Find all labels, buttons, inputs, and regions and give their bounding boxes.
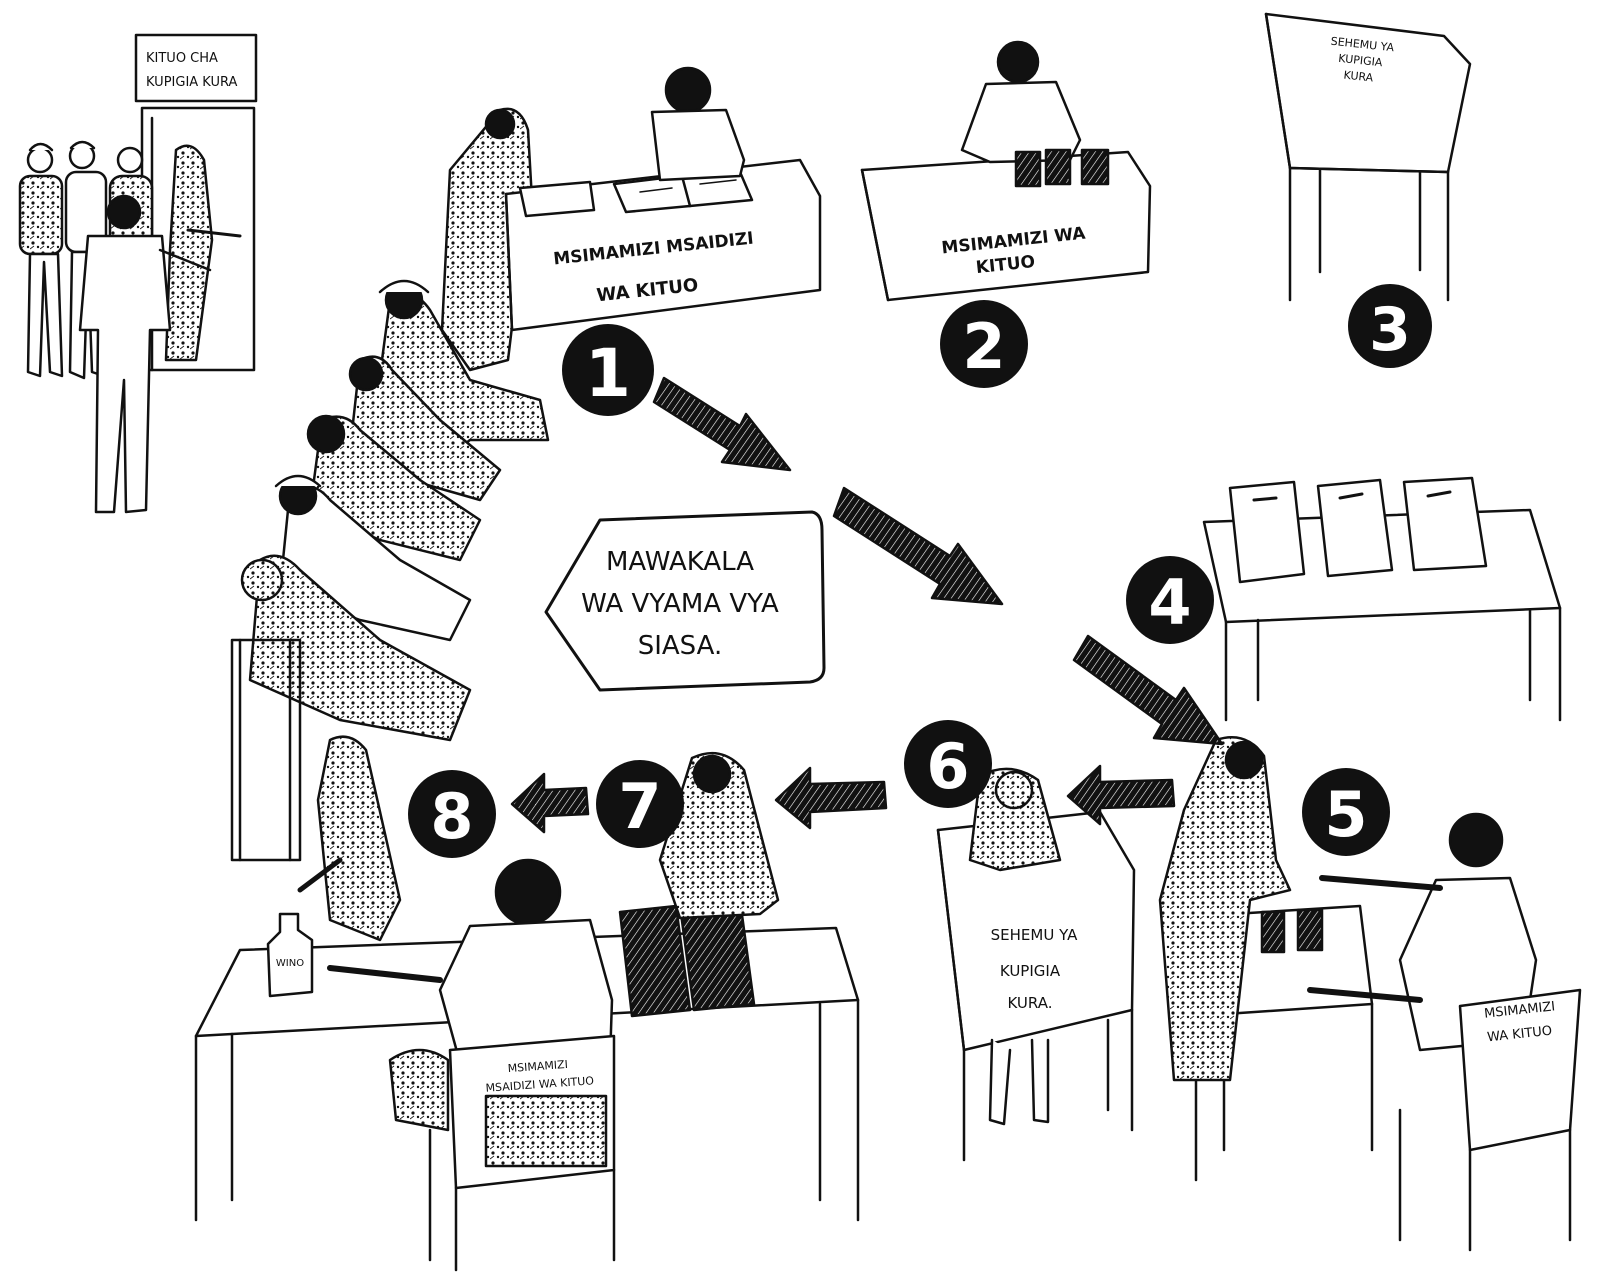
step-number: 2 xyxy=(962,310,1005,383)
waiting-queue xyxy=(232,109,548,860)
step-number: 8 xyxy=(430,780,473,853)
step-number: 6 xyxy=(926,730,969,803)
arrow-4-to-5 xyxy=(1074,636,1222,744)
arrow-7-to-8 xyxy=(512,774,588,832)
step-badge-1: 1 xyxy=(562,324,654,416)
step-number: 7 xyxy=(618,770,661,843)
agents-label-line-2: WA VYAMA VYA xyxy=(581,589,779,619)
step-badge-5: 5 xyxy=(1302,768,1390,856)
entrance-sign xyxy=(136,35,256,101)
step-badge-2: 2 xyxy=(940,300,1028,388)
ballot-boxes xyxy=(1230,478,1486,582)
arrow-to-booth xyxy=(834,488,1002,604)
entrance-sign-line-2: KUPIGIA KURA xyxy=(146,75,237,90)
step-number: 3 xyxy=(1369,295,1411,365)
step-badge-8: 8 xyxy=(408,770,496,858)
step-badge-4: 4 xyxy=(1126,556,1214,644)
arrow-6-to-7 xyxy=(776,768,886,828)
booth-6-label-line-3: KURA. xyxy=(1008,994,1053,1012)
step-badge-6: 6 xyxy=(904,720,992,808)
step-badge-3: 3 xyxy=(1348,284,1432,368)
booth-6-label-line-1: SEHEMU YA xyxy=(991,926,1078,944)
entrance-sign-line-1: KITUO CHA xyxy=(146,51,218,66)
booth-6-label-line-2: KUPIGIA xyxy=(1000,962,1061,980)
ballot-box-table-4 xyxy=(1204,478,1560,720)
step-number: 1 xyxy=(585,335,631,412)
step-number: 4 xyxy=(1148,566,1191,639)
step-badge-7: 7 xyxy=(596,760,684,848)
step-number: 5 xyxy=(1324,778,1367,851)
agents-label-line-1: MAWAKALA xyxy=(606,547,754,577)
agents-label-line-3: SIASA. xyxy=(638,631,723,661)
arrow-1-to-agents xyxy=(654,378,790,470)
ink-bottle-label: WINO xyxy=(276,958,304,969)
